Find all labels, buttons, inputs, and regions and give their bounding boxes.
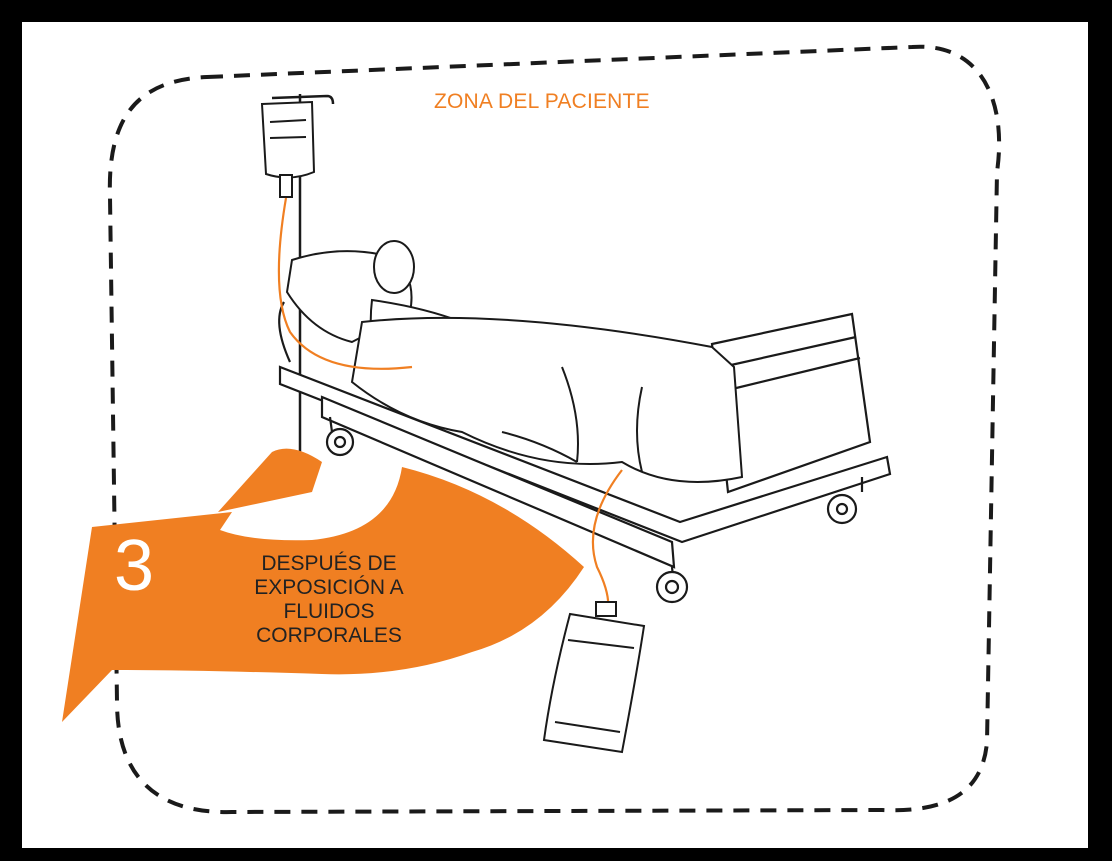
arrow-notch xyxy=(218,448,322,512)
step-label-line: DESPUÉS DE xyxy=(261,552,397,575)
step-label: DESPUÉS DE EXPOSICIÓN A FLUIDOS CORPORAL… xyxy=(194,552,464,648)
step-label-line: CORPORALES xyxy=(256,624,402,647)
patient-zone-boundary xyxy=(107,44,1002,815)
iv-bag-icon xyxy=(260,100,316,198)
step-label-line: EXPOSICIÓN A xyxy=(254,576,404,599)
iv-tube xyxy=(277,197,413,370)
catheter-tube xyxy=(591,469,623,615)
patient-zone-illustration xyxy=(62,44,1002,815)
patient-icon xyxy=(285,240,744,483)
patient-zone-title: ZONA DEL PACIENTE xyxy=(434,90,650,113)
curved-arrow-icon xyxy=(62,467,584,722)
illustration-canvas: ZONA DEL PACIENTE 3 DESPUÉS DE EXPOSICIÓ… xyxy=(22,22,1088,848)
step-label-line: FLUIDOS xyxy=(283,600,375,623)
hospital-bed-icon xyxy=(278,301,892,604)
drainage-bag-icon xyxy=(542,601,646,754)
step-number: 3 xyxy=(114,526,155,606)
